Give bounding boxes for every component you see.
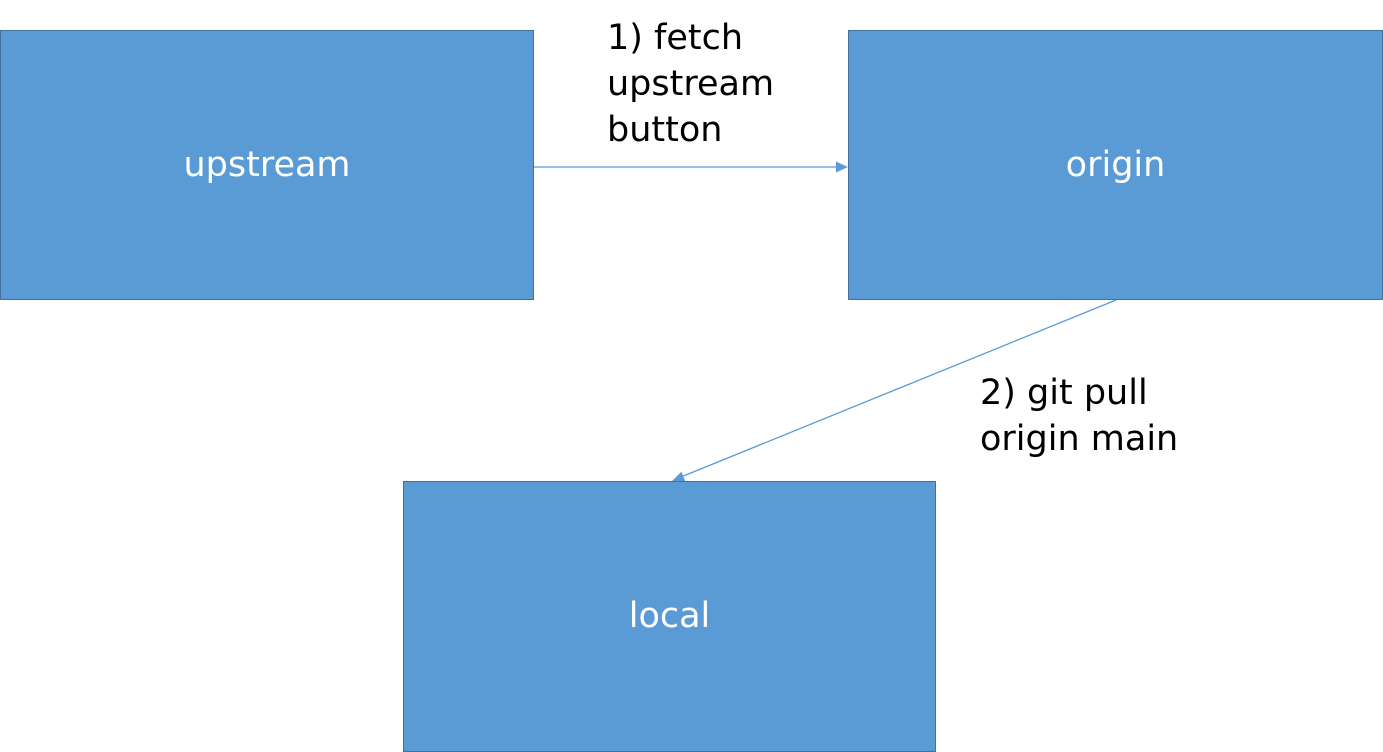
upstream-label: upstream xyxy=(183,144,351,185)
pull-step-line-1: 2) git pull xyxy=(980,373,1148,413)
fetch-step-line-1: 1) fetch xyxy=(607,18,744,58)
pull-step-line-2: origin main xyxy=(980,419,1179,459)
origin-label: origin xyxy=(1065,144,1166,185)
fetch-arrowhead xyxy=(836,161,848,173)
fetch-step-line-3: button xyxy=(607,110,723,150)
fetch-step-label: 1) fetch upstream button xyxy=(607,15,774,153)
pull-step-label: 2) git pull origin main xyxy=(980,370,1178,462)
origin-box: origin xyxy=(848,30,1383,300)
fetch-step-line-2: upstream xyxy=(607,64,775,104)
local-box: local xyxy=(403,481,936,752)
local-label: local xyxy=(628,596,711,636)
upstream-box: upstream xyxy=(0,30,534,300)
